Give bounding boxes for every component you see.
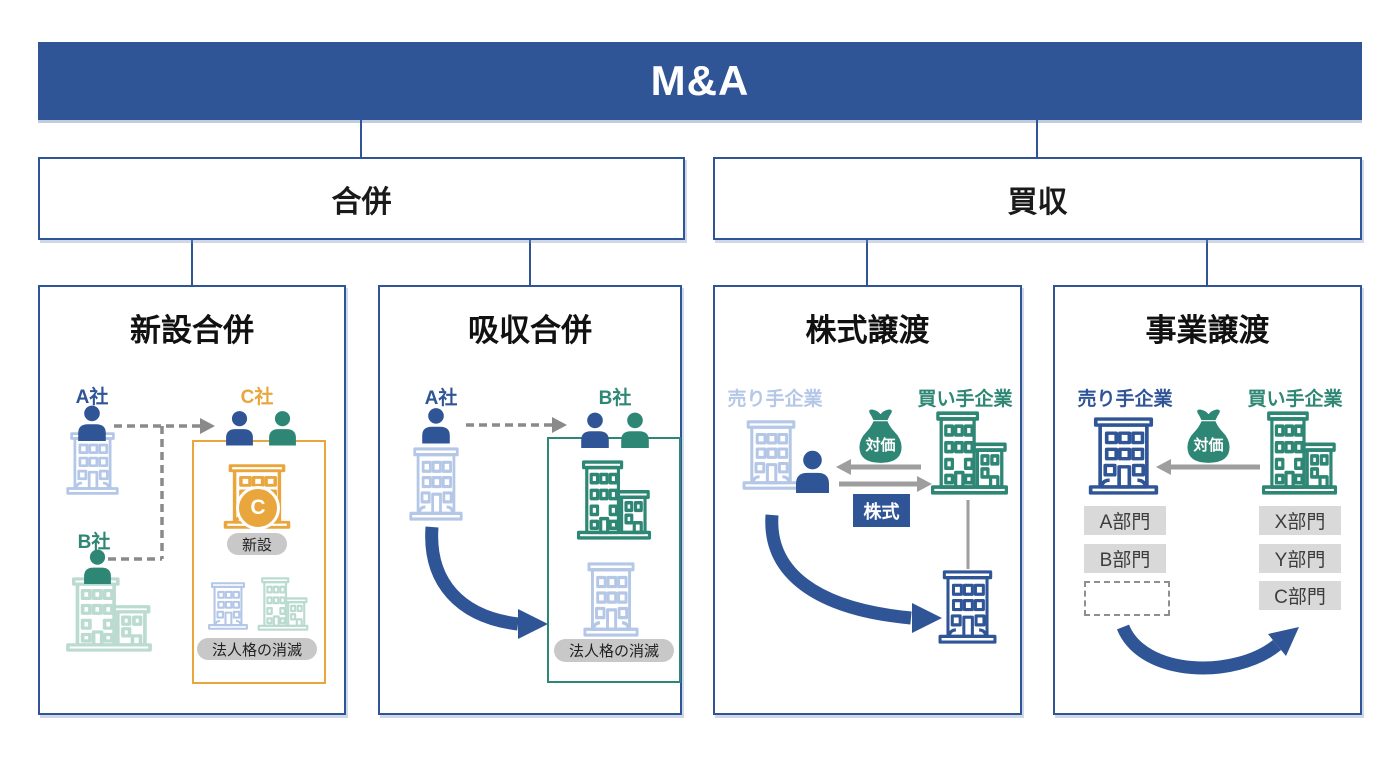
merger-box: 合併 [38, 157, 685, 240]
panel-business-transfer: 事業譲渡 売り手企業 買い手企業 対価 A部門 B部門 X部門 Y部門 C部門 [1053, 285, 1362, 715]
connector-merger-absorption [529, 240, 531, 285]
consideration-label: 対価 [1193, 437, 1224, 454]
transfer-flow-arrow-curve [765, 514, 912, 625]
buyer-dept-x: X部門 [1259, 506, 1341, 535]
money-bag-icon: 対価 [857, 409, 904, 464]
person-icon [418, 407, 454, 444]
buyer-dept-c: C部門 [1259, 581, 1341, 610]
acquisition-box: 買収 [713, 157, 1362, 240]
panel-title: 事業譲渡 [1145, 313, 1270, 348]
consideration-label: 対価 [865, 437, 896, 454]
seller-dept-a: A部門 [1084, 506, 1166, 535]
person-icon [222, 410, 257, 446]
seller-dept-b: B部門 [1084, 544, 1166, 573]
seller-dept-empty-slot [1084, 581, 1170, 616]
consideration-arrow-head [836, 459, 851, 475]
buyer-dept-y: Y部門 [1259, 544, 1341, 573]
panel-title: 吸収合併 [468, 313, 592, 348]
dept-transfer-arrow-curve [1116, 624, 1282, 675]
seller-label: 売り手企業 [727, 389, 823, 410]
person-icon [74, 405, 110, 441]
merge-flow-arrow-head [518, 609, 548, 639]
money-bag-icon: 対価 [1185, 409, 1232, 464]
dissolution-badge: 法人格の消滅 [554, 639, 674, 662]
merger-label: 合併 [331, 185, 392, 219]
panel-absorption-merger: 吸収合併 A社 B社 法人格の消滅 [378, 285, 682, 715]
person-icon [617, 412, 653, 448]
building-icon [408, 447, 464, 521]
building-annex-icon [257, 577, 309, 631]
dissolution-badge: 法人格の消滅 [197, 638, 317, 660]
panel-title: 株式譲渡 [805, 313, 930, 348]
person-icon [577, 412, 613, 448]
panel-title: 新設合併 [130, 313, 254, 348]
building-icon [1087, 417, 1160, 495]
dashed-arrow-head [200, 418, 215, 434]
connector-merger-new [191, 240, 193, 285]
connector-root-acquisition [1036, 120, 1038, 157]
panel-share-transfer: 株式譲渡 売り手企業 買い手企業 対価 株式 [713, 285, 1022, 715]
shares-tag: 株式 [853, 494, 910, 527]
company-c-groupbox [192, 440, 326, 684]
acquisition-label: 買収 [1007, 185, 1068, 219]
person-icon [265, 410, 300, 446]
seller-label: 売り手企業 [1077, 389, 1173, 410]
building-icon [207, 582, 249, 630]
building-annex-icon [930, 411, 1009, 495]
merge-flow-arrow-curve [425, 526, 519, 631]
company-b-label: B社 [598, 388, 632, 409]
connector-acq-business [1206, 240, 1208, 285]
person-icon [80, 549, 115, 584]
connector-root-merger [360, 120, 362, 157]
company-b-label: B社 [77, 532, 111, 553]
building-annex-icon [65, 577, 153, 652]
company-b-groupbox [547, 437, 681, 683]
buyer-label: 買い手企業 [1247, 389, 1343, 410]
buyer-label: 買い手企業 [917, 389, 1013, 410]
building-icon [937, 570, 998, 644]
ma-root-box: M&A [38, 42, 1362, 120]
person-icon [791, 448, 834, 495]
new-establishment-badge: 新設 [227, 533, 287, 555]
panel-new-merger: 新設合併 A社 B社 C社 C 新設 法人格の消滅 [38, 285, 346, 715]
company-c-label: C社 [240, 387, 274, 408]
company-c-initial-badge: C [236, 486, 280, 530]
building-icon [65, 432, 120, 495]
ma-root-label: M&A [650, 57, 750, 104]
building-annex-icon [1261, 411, 1338, 495]
dept-transfer-arrow-head [1268, 627, 1299, 656]
business-transfer-lines [1116, 459, 1299, 675]
company-a-label: A社 [424, 388, 458, 409]
building-icon [582, 562, 640, 637]
dashed-arrow-head [552, 417, 567, 433]
building-annex-icon [576, 460, 652, 540]
connector-acq-share [866, 240, 868, 285]
company-a-label: A社 [75, 387, 109, 408]
